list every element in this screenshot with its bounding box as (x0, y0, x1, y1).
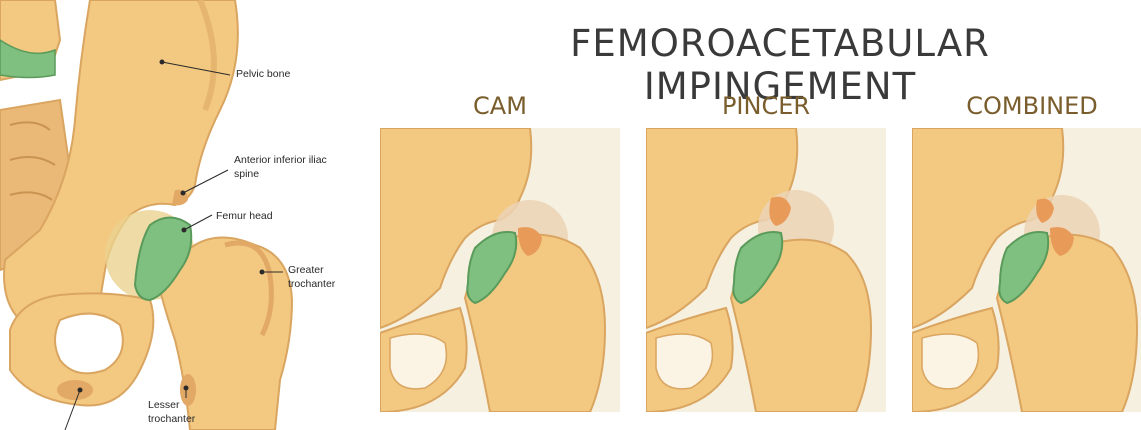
label-greater-trochanter: Greater trochanter (288, 263, 348, 291)
combined-illustration (912, 128, 1141, 412)
ischial-tuberosity (57, 380, 93, 400)
panel-combined (912, 128, 1141, 412)
panel-label-cam: CAM (380, 92, 620, 120)
cam-illustration (380, 128, 620, 412)
panel-cam (380, 128, 620, 412)
obturator-foramen (55, 314, 123, 374)
label-aiis: Anterior inferior iliac spine (234, 153, 344, 181)
label-femur-head: Femur head (216, 209, 273, 223)
panel-label-pincer: PINCER (646, 92, 886, 120)
panel-pincer (646, 128, 886, 412)
pincer-illustration (646, 128, 886, 412)
hip-anatomy-illustration: Pelvic bone Anterior inferior iliac spin… (0, 0, 360, 430)
hip-anatomy-svg (0, 0, 360, 430)
label-lesser-trochanter: Lesser trochanter (148, 398, 208, 426)
panel-label-combined: COMBINED (912, 92, 1141, 120)
label-pelvic-bone: Pelvic bone (236, 67, 290, 81)
